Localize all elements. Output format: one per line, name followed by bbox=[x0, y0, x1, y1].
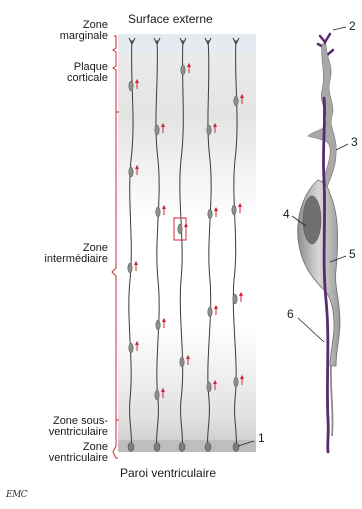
emc-logo: EMC bbox=[6, 490, 27, 500]
leader-2 bbox=[333, 27, 346, 30]
zone-sous-ventriculaire-label: Zone sous- ventriculaire bbox=[10, 416, 108, 438]
zone-ventriculaire-label: Zone ventriculaire bbox=[10, 442, 108, 464]
label-1: 1 bbox=[258, 432, 265, 444]
plaque-corticale-line2: corticale bbox=[40, 73, 108, 84]
zone-intermediaire-line2: intermédiaire bbox=[0, 254, 108, 265]
plaque-corticale-label: Plaque corticale bbox=[40, 62, 108, 84]
zone-sous-ventriculaire-line2: ventriculaire bbox=[10, 427, 108, 438]
label-5: 5 bbox=[349, 248, 356, 260]
label-4: 4 bbox=[283, 208, 290, 220]
label-6: 6 bbox=[287, 308, 294, 320]
leader-3 bbox=[336, 144, 348, 150]
outer-surface-label: Surface externe bbox=[128, 12, 213, 26]
label-2: 2 bbox=[349, 20, 356, 32]
nucleus bbox=[303, 196, 321, 244]
enlarged-detail bbox=[292, 27, 348, 452]
label-3: 3 bbox=[351, 136, 358, 148]
zone-marginale-label: Zone marginale bbox=[40, 20, 108, 42]
zone-ventriculaire-line2: ventriculaire bbox=[10, 453, 108, 464]
leader-6 bbox=[298, 318, 324, 342]
zone-intermediaire-label: Zone intermédiaire bbox=[0, 243, 108, 265]
zone-brace bbox=[112, 36, 118, 458]
zone-marginale-line2: marginale bbox=[40, 31, 108, 42]
leading-process bbox=[308, 44, 336, 196]
ventricular-wall-label: Paroi ventriculaire bbox=[120, 466, 216, 480]
